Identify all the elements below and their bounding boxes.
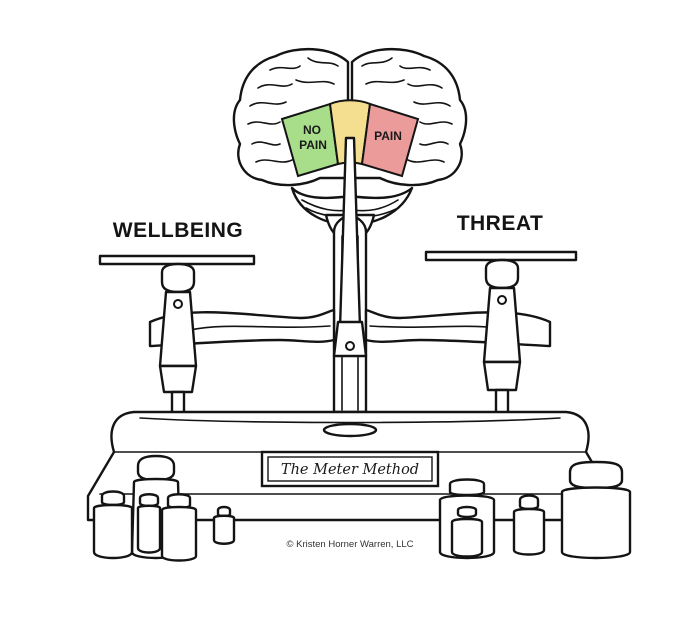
meter-label-pain: PAIN bbox=[374, 129, 402, 143]
right-pan bbox=[424, 250, 578, 435]
left-weights bbox=[92, 454, 236, 562]
plaque: The Meter Method bbox=[260, 450, 440, 488]
plaque-text: The Meter Method bbox=[281, 462, 419, 478]
copyright-text: © Kristen Horner Warren, LLC bbox=[286, 539, 413, 550]
meter-label-no: NO bbox=[303, 123, 321, 137]
threat-label: THREAT bbox=[457, 212, 544, 235]
meter-label-pain-left: PAIN bbox=[299, 138, 327, 152]
left-pan bbox=[98, 254, 256, 435]
pain-meter: NO PAIN PAIN bbox=[280, 99, 420, 178]
wellbeing-label: WELLBEING bbox=[113, 219, 244, 242]
meter-needle bbox=[332, 136, 368, 358]
right-weights bbox=[438, 460, 632, 560]
meter-zone-pain bbox=[360, 102, 420, 178]
